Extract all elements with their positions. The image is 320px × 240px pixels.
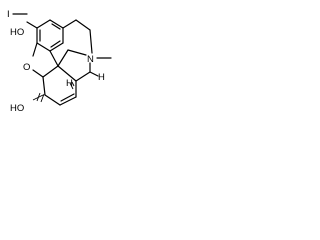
ether-oxygen-label: O	[23, 62, 30, 73]
ring-a-bond-3	[49, 42, 64, 52]
iodide-atom-label: I	[7, 9, 10, 20]
amine-bridge-2	[67, 49, 87, 56]
ring-c-bond-3	[59, 96, 77, 106]
stereo-h-label-bottom: H	[98, 72, 105, 83]
phenol-oh-bond	[26, 21, 38, 29]
phenol-oh-label: HO	[10, 27, 24, 38]
ether-bond-1	[32, 42, 38, 57]
ether-bond-2	[32, 69, 44, 78]
ring-a-double-2	[50, 40, 61, 48]
ring-a-bond-1	[49, 19, 64, 29]
morphine-methiodide-structure: I HO O	[7, 9, 112, 114]
stereo-hash-2	[69, 82, 74, 90]
amine-bridge-1	[57, 49, 69, 67]
structure-canvas: I HO O	[0, 0, 125, 124]
alcohol-hash-3	[40, 93, 45, 103]
ring-a-bond-4	[36, 42, 51, 52]
ring-c-double	[60, 93, 75, 102]
stereo-hash-1	[71, 81, 75, 87]
hub-bond-1	[49, 50, 59, 67]
nitrogen-label: N	[87, 54, 94, 65]
ring-a-double-1	[51, 23, 61, 30]
alcohol-hash-2	[36, 92, 41, 102]
ring-c-bond-5	[57, 65, 77, 82]
c10-bond-1	[62, 19, 77, 29]
alcohol-oh-label: HO	[10, 103, 24, 114]
ring-c-bond-1	[42, 76, 46, 96]
stereo-h-bond-top	[89, 71, 99, 77]
ring-c-bond-2	[44, 94, 61, 106]
piperidine-bond-1	[75, 71, 91, 82]
stereo-h-label-top: H	[66, 78, 73, 89]
hub-bond-2	[42, 65, 59, 78]
piperidine-bond-3	[89, 29, 93, 54]
ring-a-bond-6	[36, 19, 51, 29]
c10-bond-2	[75, 19, 91, 31]
